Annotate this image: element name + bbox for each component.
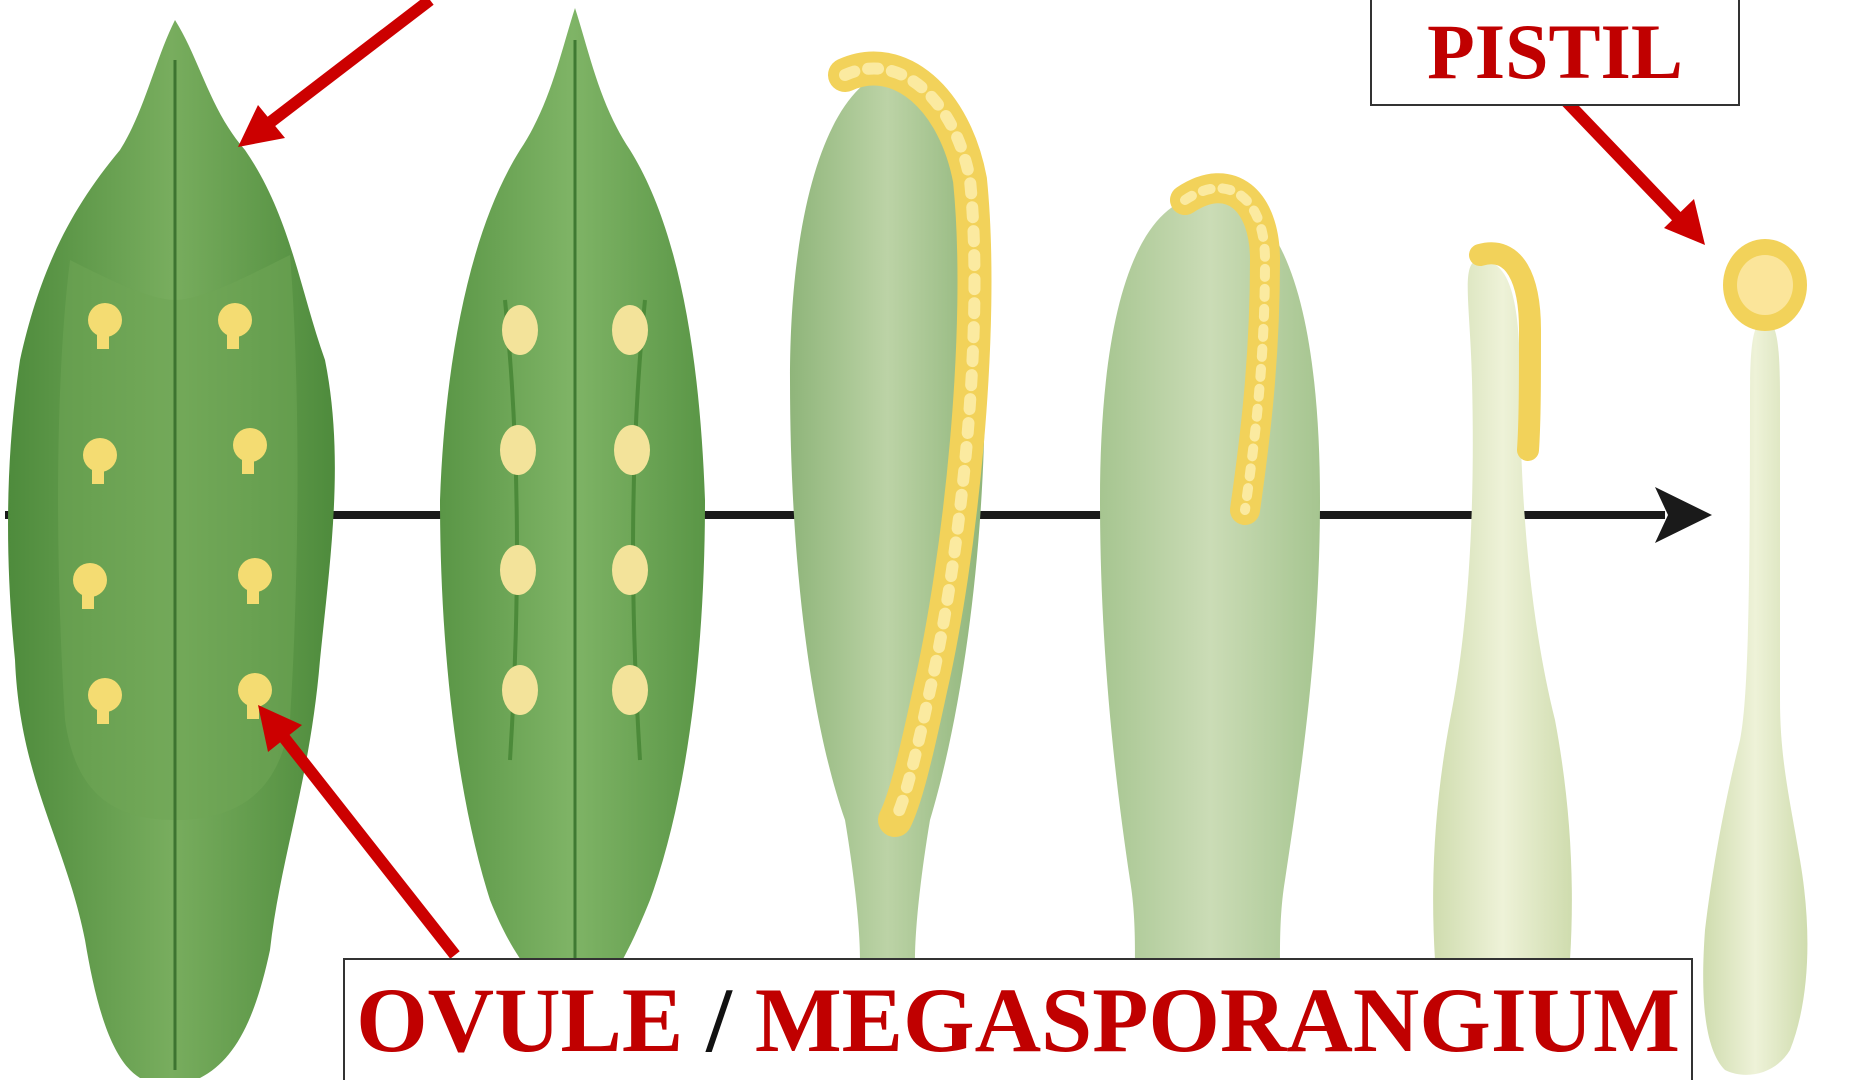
stage-4-closed-carpel bbox=[1100, 188, 1320, 960]
pistil-pointer-arrow bbox=[1565, 100, 1705, 245]
ovule bbox=[612, 665, 648, 715]
ovule bbox=[500, 545, 536, 595]
pistil-label-text: PISTIL bbox=[1427, 7, 1683, 97]
ovule-megasporangium-label: OVULE / MEGASPORANGIUM bbox=[343, 958, 1693, 1080]
pistil-label: PISTIL bbox=[1370, 0, 1740, 106]
stage-3-closed-carpel bbox=[790, 69, 985, 960]
ovule bbox=[502, 305, 538, 355]
label-separator: / bbox=[683, 967, 755, 1073]
ovule bbox=[612, 545, 648, 595]
top-left-pointer-arrow bbox=[238, 0, 430, 147]
stage-5-narrow-pistil bbox=[1433, 253, 1572, 960]
stage-2-folding-leaf bbox=[440, 8, 705, 995]
ovule bbox=[614, 425, 650, 475]
ovule-word: OVULE bbox=[356, 967, 683, 1073]
megasporangium-word: MEGASPORANGIUM bbox=[755, 967, 1680, 1073]
ovule bbox=[500, 425, 536, 475]
ovule bbox=[612, 305, 648, 355]
ovule bbox=[502, 665, 538, 715]
stage-6-mature-pistil bbox=[1703, 239, 1807, 1075]
stage-1-open-leaf bbox=[8, 20, 335, 1078]
